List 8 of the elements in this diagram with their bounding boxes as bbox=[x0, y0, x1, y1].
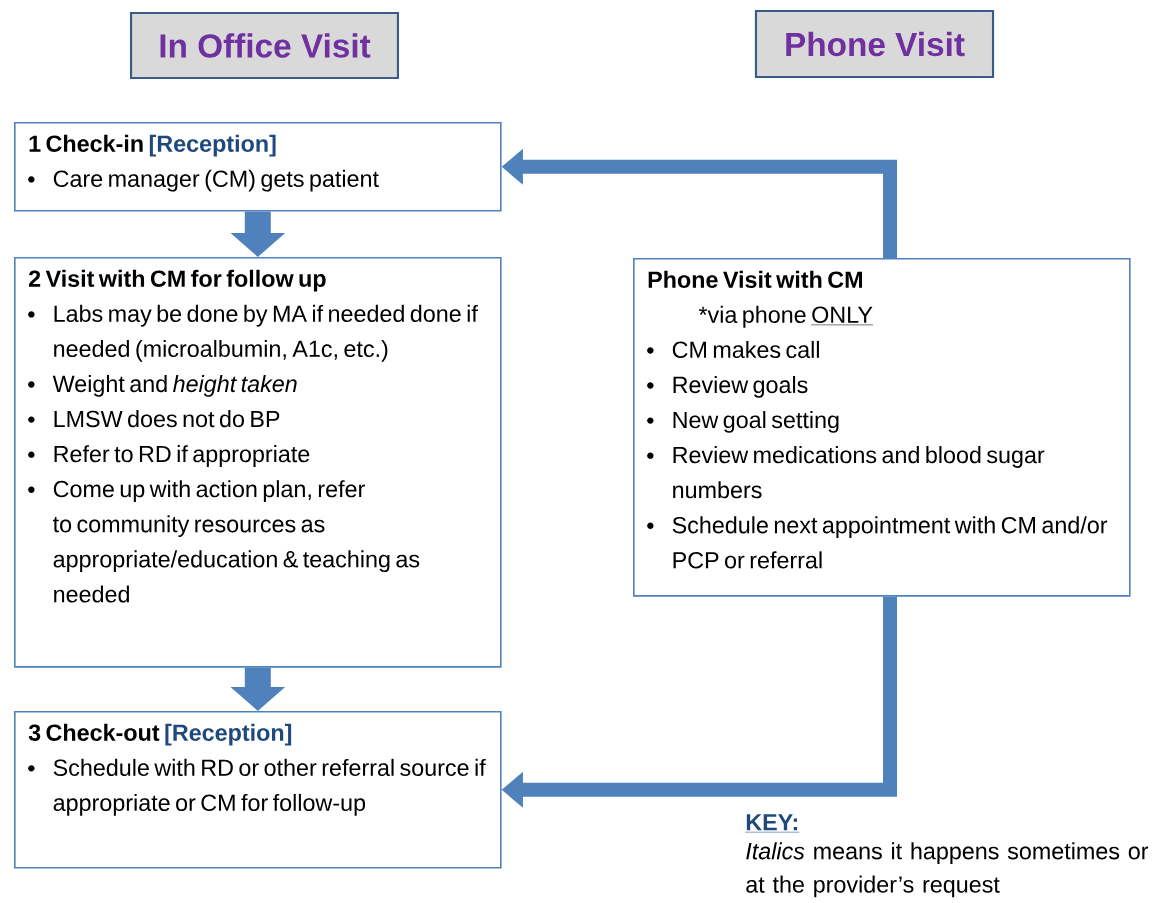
key-note: Italics means it happens sometimes or at the provider’s request bbox=[746, 842, 1149, 898]
key-heading: KEY: bbox=[745, 814, 800, 833]
process-box: 2 Visit with CM for follow up Labs may be done by MA if needed done if needed (microalbumin, A1c, etc.) Weight and height taken LMSW does not do BP Refer to RD if appropriate Come up with action plan, refer to community resources as appropriate/education & teaching as needed bbox=[14, 257, 502, 668]
header-box: In Office Visit bbox=[129, 11, 400, 80]
process-box: 3 Check-out [Reception] Schedule with RD or other referral source if appropriate or CM for follow-up bbox=[14, 711, 502, 869]
process-box: 1 Check-in [Reception] Care manager (CM) gets patient bbox=[14, 122, 502, 212]
header-box: Phone Visit bbox=[754, 9, 995, 79]
process-box: Phone Visit with CM *via phone ONLY CM makes call Review goals New goal setting Review medications and blood sugar numbers Schedule next appointment with CM and/or PCP or referral bbox=[633, 258, 1131, 597]
